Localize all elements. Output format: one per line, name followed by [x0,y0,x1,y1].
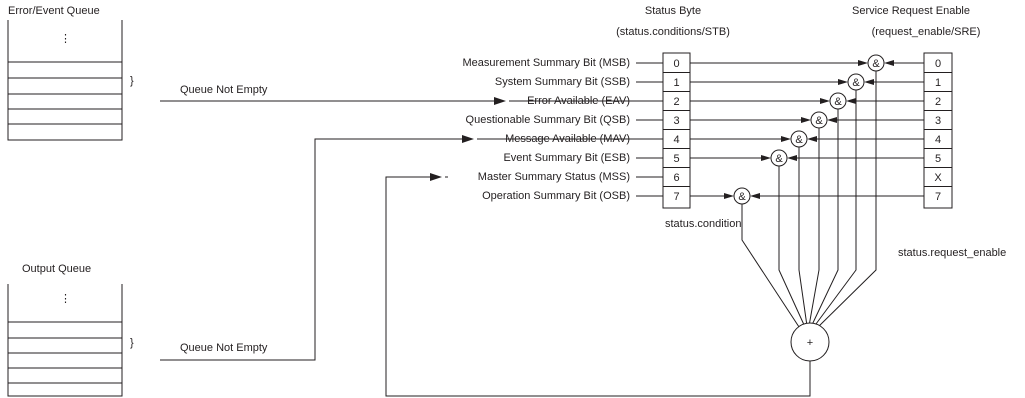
output-queue-arrow [462,135,474,143]
bit-label-msb: Measurement Summary Bit (MSB) [463,57,630,69]
and-gate-1: & [847,73,865,91]
sre-to-and-wires [750,60,924,199]
sre-bit-1: 1 [935,77,941,89]
error-queue-box [7,20,123,141]
sre-bit-4: 4 [935,134,941,146]
bit-label-qsb: Questionable Summary Bit (QSB) [466,114,630,126]
error-queue-signal-label: Queue Not Empty [180,84,268,96]
output-queue-box [7,284,123,397]
bit-value-0: 0 [673,58,679,70]
sre-subtitle: (request_enable/SRE) [872,26,981,38]
mss-feedback-arrow [430,173,442,181]
status-byte-title: Status Byte [645,5,701,17]
error-queue-ellipsis: ⋮ [60,33,71,45]
bit-label-osb: Operation Summary Bit (OSB) [482,190,630,202]
svg-text:&: & [834,96,842,108]
bit-label-leaders [477,62,663,197]
and-gate-5: & [770,149,788,167]
bit-value-5: 5 [673,153,679,165]
output-queue-signal-label: Queue Not Empty [180,342,268,354]
svg-text:&: & [738,191,746,203]
and-to-or-wires [741,71,877,331]
bit-label-esb: Event Summary Bit (ESB) [503,152,630,164]
svg-text:+: + [807,337,813,349]
bit-value-4: 4 [673,134,679,146]
svg-text:&: & [795,134,803,146]
bit-value-7: 7 [673,191,679,203]
sre-bit-5: 5 [935,153,941,165]
bit-value-2: 2 [673,96,679,108]
mss-feedback-line [385,176,811,397]
and-gate-0: & [867,54,885,72]
bit-label-ssb: System Summary Bit (SSB) [495,76,630,88]
bit-value-1: 1 [673,77,679,89]
error-queue-title: Error/Event Queue [8,5,100,17]
output-queue-title: Output Queue [22,263,91,275]
or-gate: + [790,322,830,362]
svg-text:&: & [852,77,860,89]
output-queue-signal-line [160,138,468,361]
output-queue-ellipsis: ⋮ [60,293,71,305]
bit-label-mss: Master Summary Status (MSS) [478,171,630,183]
svg-text:&: & [815,115,823,127]
svg-text:&: & [775,153,783,165]
bit-value-6: 6 [673,172,679,184]
sre-bit-0: 0 [935,58,941,70]
svg-text:&: & [872,58,880,70]
sre-bit-x: X [934,172,942,184]
sre-bit-7: 7 [935,191,941,203]
sre-bit-3: 3 [935,115,941,127]
and-gate-4: & [790,130,808,148]
sre-footer: status.request_enable [898,247,1006,259]
and-gate-2: & [829,92,847,110]
bit-value-3: 3 [673,115,679,127]
status-byte-register [662,52,691,209]
and-gate-7: & [733,187,751,205]
sre-register [923,52,953,209]
status-byte-subtitle: (status.conditions/STB) [616,26,730,38]
status-to-and-wires [690,60,868,199]
and-gate-3: & [810,111,828,129]
error-queue-arrow [494,97,506,105]
sre-bit-2: 2 [935,96,941,108]
output-queue-brace: } [130,337,134,349]
sre-title: Service Request Enable [852,5,970,17]
error-queue-brace: } [130,75,134,87]
status-byte-footer: status.condition [665,218,741,230]
